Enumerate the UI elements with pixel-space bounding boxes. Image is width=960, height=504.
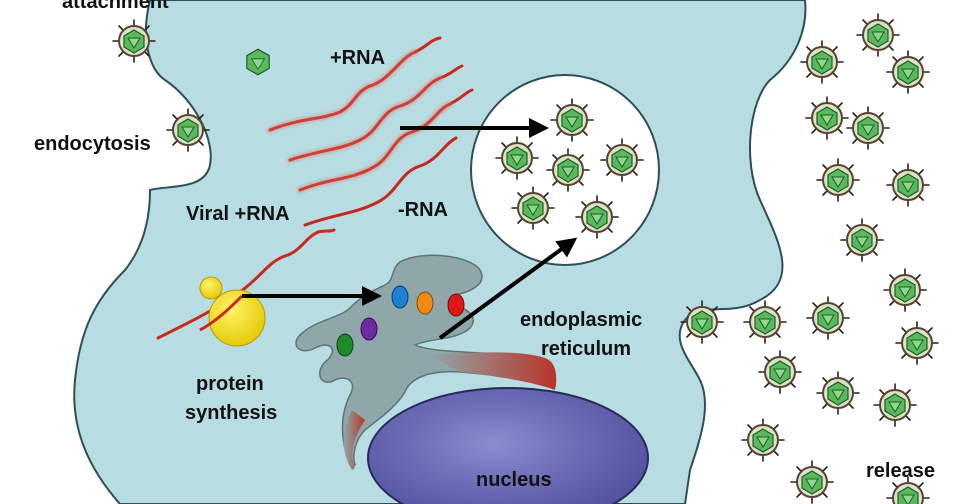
virus-icon	[790, 460, 834, 504]
virus-icon	[680, 300, 724, 344]
rna-through-ribosome	[199, 294, 244, 332]
virus-icon	[895, 321, 939, 365]
virus-icon	[511, 186, 555, 230]
virus-icon	[873, 383, 917, 427]
virus-icon	[550, 98, 594, 142]
virus-icon	[816, 371, 860, 415]
virus-icon	[166, 108, 210, 152]
arrow-er-to-vesicle	[438, 237, 578, 340]
endoplasmic-reticulum	[295, 254, 557, 470]
label-synthesis: synthesis	[185, 402, 278, 424]
label-protein: protein	[196, 373, 264, 395]
virus-icon	[806, 296, 850, 340]
virus-icon	[758, 350, 802, 394]
label-plus-rna: +RNA	[330, 47, 386, 69]
label-minus-rna: -RNA	[398, 199, 448, 221]
virus-icon	[846, 106, 890, 150]
label-nucleus: nucleus	[476, 469, 552, 491]
virus-icon	[840, 218, 884, 262]
virus-icon	[856, 13, 900, 57]
label-endoplasmic: endoplasmic	[520, 309, 643, 331]
virus-icon	[883, 268, 927, 312]
label-endocytosis: endocytosis	[34, 133, 151, 155]
virus-icon	[741, 418, 785, 462]
virus-icon	[575, 195, 619, 239]
virus-icon	[800, 40, 844, 84]
protein-red	[447, 293, 465, 317]
virus-icon	[886, 163, 930, 207]
nucleus	[367, 387, 649, 504]
label-release: release	[866, 460, 935, 482]
virus-icon	[886, 50, 930, 94]
protein-purple	[360, 317, 378, 341]
protein-blue	[391, 285, 409, 309]
protein-orange	[416, 291, 434, 315]
label-reticulum: reticulum	[541, 338, 632, 360]
label-viral-plus-rna: Viral +RNA	[186, 203, 290, 225]
virus-icon	[743, 300, 787, 344]
virus-icon	[495, 136, 539, 180]
rna-glow	[266, 48, 454, 194]
virus-icon	[816, 158, 860, 202]
virus-icon	[546, 148, 590, 192]
virus-icon	[112, 19, 156, 63]
virus-icon	[600, 138, 644, 182]
label-attachment: attachment	[62, 0, 169, 13]
ribosome-small	[199, 276, 223, 300]
ribosome-large	[208, 289, 266, 347]
virus-inside-icon	[246, 48, 270, 76]
protein-green	[336, 333, 354, 357]
virus-icon	[805, 96, 849, 140]
